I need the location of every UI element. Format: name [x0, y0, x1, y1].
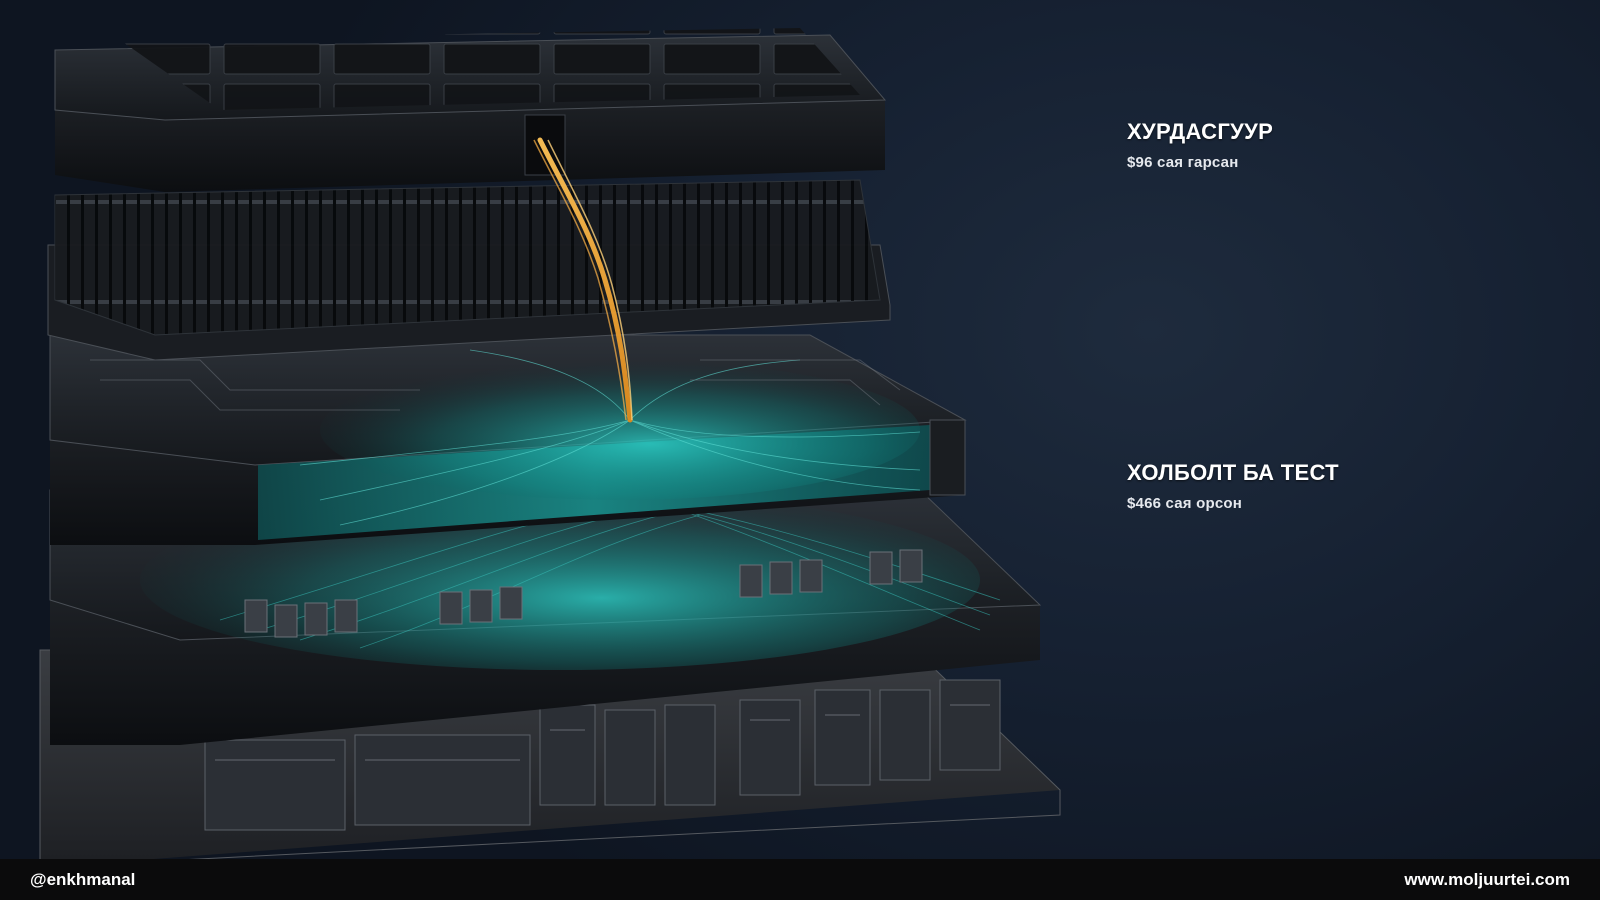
author-handle: @enkhmanal [30, 869, 136, 889]
fiber-bundle [533, 137, 633, 423]
interconnect-value: $466 сая орсон [1127, 495, 1243, 512]
accelerator-layer [54, 28, 887, 192]
interconnect-title: ХОЛБОЛТ БА ТЕСТ [1127, 460, 1339, 485]
memory-layer [47, 179, 891, 361]
accelerator-value: $96 сая гарсан [1127, 154, 1239, 171]
interconnect-annotation: ХОЛБОЛТ БА ТЕСТ $466 сая орсон [1127, 460, 1339, 512]
interconnect-layer [49, 334, 967, 545]
website-link[interactable]: www.moljuurtei.com [1404, 869, 1570, 889]
accelerator-title: ХУРДАСГУУР [1127, 119, 1274, 144]
footer-bar: @enkhmanal www.moljuurtei.com [0, 859, 1600, 900]
accelerator-annotation: ХУРДАСГУУР $96 сая гарсан [1127, 119, 1273, 171]
